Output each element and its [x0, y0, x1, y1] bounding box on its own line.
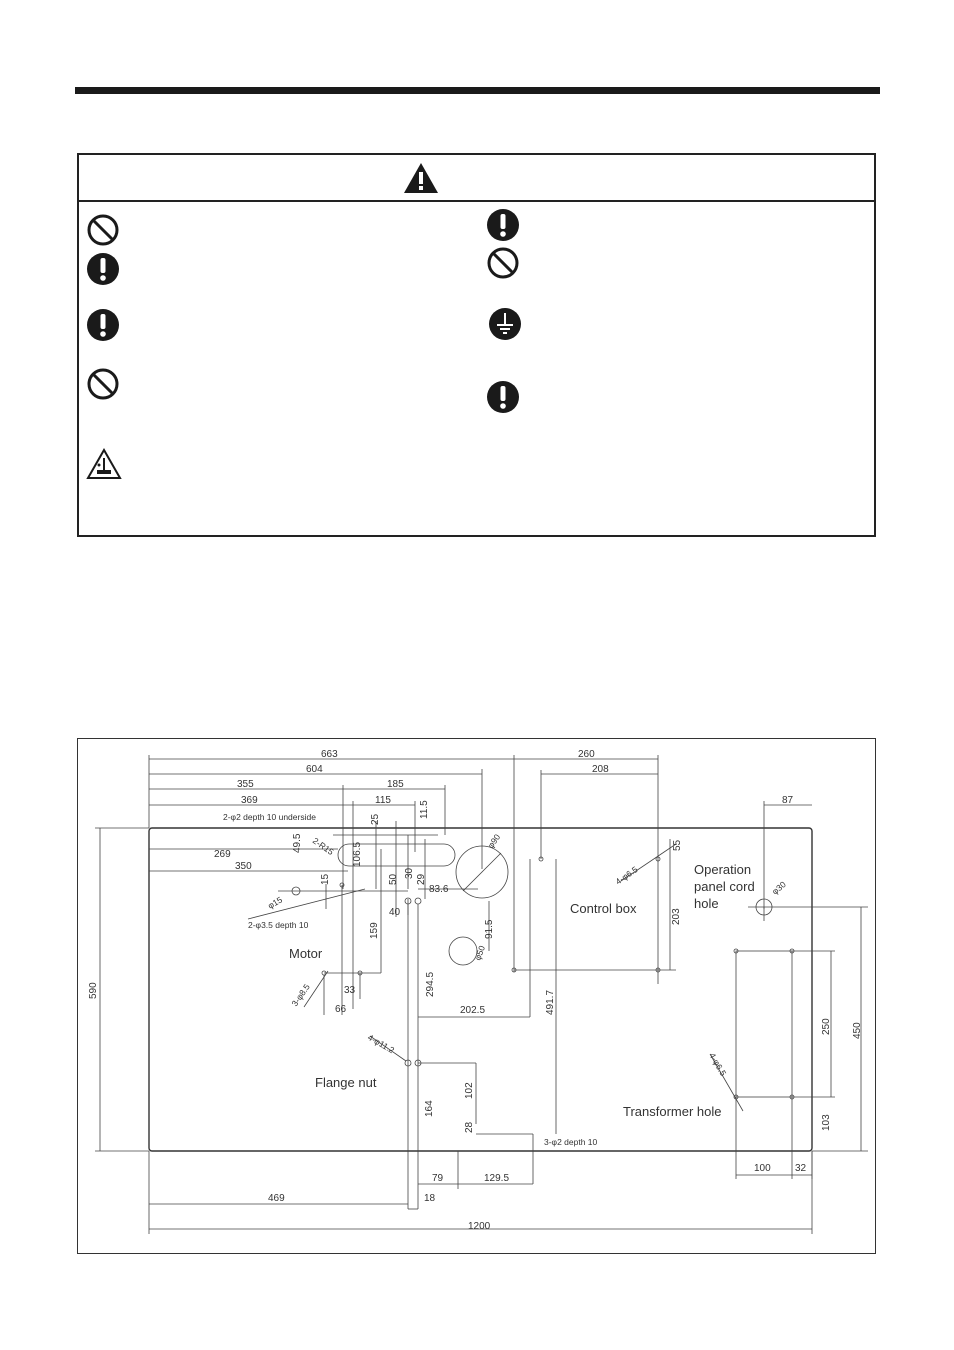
dim-250: 250	[821, 1018, 832, 1035]
operation-panel-label-1: Operation	[694, 862, 751, 877]
mandatory-icon	[87, 309, 119, 341]
dim-40: 40	[389, 907, 401, 918]
dim-129-5: 129.5	[484, 1173, 509, 1184]
dim-79: 79	[432, 1173, 444, 1184]
dim-32: 32	[795, 1163, 807, 1174]
note-d85: 3-φ8.5	[289, 982, 312, 1008]
caution-box	[77, 153, 876, 537]
dim-28: 28	[464, 1121, 475, 1133]
dim-100: 100	[754, 1163, 771, 1174]
dim-159: 159	[369, 922, 380, 939]
dim-604: 604	[306, 764, 323, 775]
dim-50: 50	[388, 873, 399, 885]
dim-29: 29	[416, 873, 427, 885]
prohibited-icon	[87, 368, 119, 400]
operation-panel-label-2: panel cord	[694, 879, 755, 894]
note-d30: φ30	[770, 879, 788, 896]
note-d90: φ90	[485, 832, 502, 850]
mandatory-icon	[487, 381, 519, 413]
warning-triangle-icon	[404, 163, 438, 193]
dim-25: 25	[370, 813, 381, 825]
dim-87: 87	[782, 795, 794, 806]
note-d50: φ50	[472, 944, 487, 962]
dim-350: 350	[235, 861, 252, 872]
dim-164: 164	[424, 1100, 435, 1117]
dim-294-5: 294.5	[425, 972, 436, 997]
flange-nut-label: Flange nut	[315, 1075, 377, 1090]
dim-49-5: 49.5	[292, 833, 303, 853]
dim-33: 33	[344, 985, 356, 996]
dim-91-5: 91.5	[484, 919, 495, 939]
note-d2-depth: 3-φ2 depth 10	[544, 1137, 598, 1147]
dim-663: 663	[321, 749, 338, 760]
dim-55: 55	[672, 839, 683, 851]
dim-106-5: 106.5	[352, 842, 363, 867]
mandatory-icon	[487, 209, 519, 241]
table-drawing: Motor Control box Operation panel cord h…	[77, 738, 876, 1254]
ground-icon	[489, 308, 521, 340]
dim-1200: 1200	[468, 1221, 491, 1232]
dim-590: 590	[88, 982, 99, 999]
caution-header	[79, 155, 874, 202]
table-cutout-diagram: Motor Control box Operation panel cord h…	[88, 749, 868, 1234]
dim-30: 30	[404, 867, 415, 879]
dim-11-5: 11.5	[419, 800, 430, 819]
motor-label: Motor	[289, 946, 323, 961]
dim-260: 260	[578, 749, 595, 760]
dim-469: 469	[268, 1193, 285, 1204]
needle-hazard-icon	[86, 448, 122, 479]
mandatory-icon	[87, 253, 119, 285]
note-d65-top: 4-φ6.5	[613, 864, 639, 887]
note-r15: 2-R15	[311, 835, 336, 857]
prohibited-icon	[487, 247, 519, 279]
dim-491-7: 491.7	[545, 990, 556, 1015]
dim-208: 208	[592, 764, 609, 775]
dim-203: 203	[671, 908, 682, 925]
dim-66: 66	[335, 1004, 347, 1015]
dim-369: 369	[241, 795, 258, 806]
dim-355: 355	[237, 779, 254, 790]
note-d65-bottom: 4-φ6.5	[707, 1051, 728, 1078]
note-d15: φ15	[266, 894, 284, 910]
transformer-hole-label: Transformer hole	[623, 1104, 722, 1119]
note-d112: 4-φ11.2	[366, 1032, 396, 1055]
prohibited-icon	[87, 214, 119, 246]
dim-115: 115	[375, 795, 391, 806]
dim-18: 18	[424, 1193, 436, 1204]
note-r2-depth: 2-φ2 depth 10 underside	[223, 812, 316, 822]
dim-15: 15	[320, 873, 331, 885]
dim-185: 185	[387, 779, 404, 790]
dim-83-6: 83.6	[429, 884, 449, 895]
top-rule	[75, 87, 880, 94]
dim-450: 450	[852, 1022, 863, 1039]
note-d35: 2-φ3.5 depth 10	[248, 920, 309, 930]
dim-103: 103	[821, 1114, 832, 1131]
operation-panel-label-3: hole	[694, 896, 719, 911]
dim-202-5: 202.5	[460, 1005, 485, 1016]
control-box-label: Control box	[570, 901, 637, 916]
dim-102: 102	[464, 1082, 475, 1099]
dim-269: 269	[214, 849, 231, 860]
